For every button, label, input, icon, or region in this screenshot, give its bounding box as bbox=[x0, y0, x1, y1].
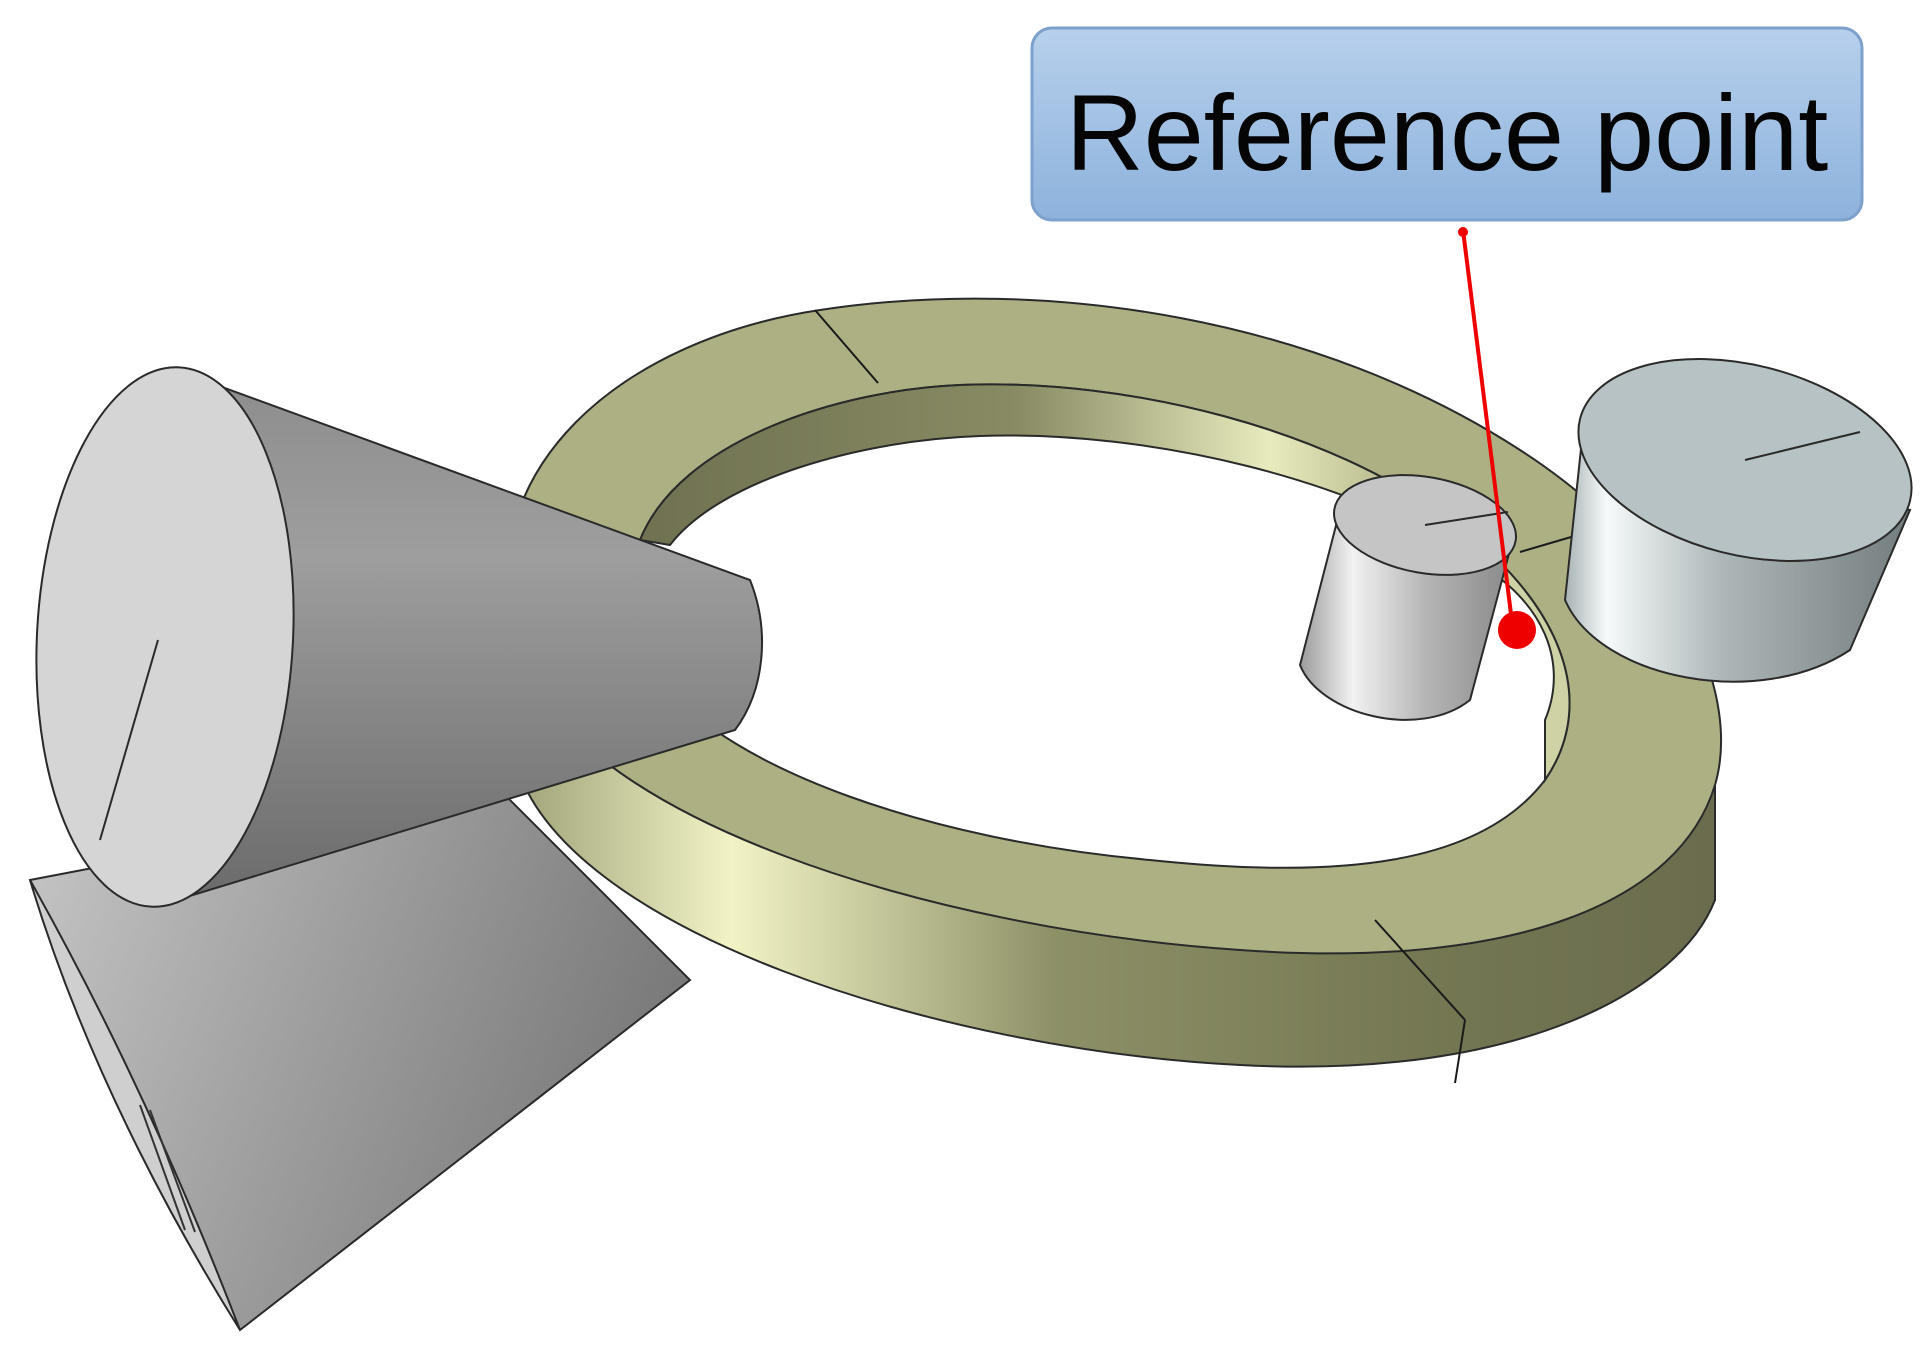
callout-leader-line bbox=[1461, 229, 1515, 631]
upper-cone-body bbox=[158, 366, 763, 907]
upper-cone bbox=[35, 366, 763, 908]
lower-cone bbox=[28, 788, 692, 1332]
ring-inner-wall-right bbox=[1449, 519, 1571, 784]
reference-point-marker-icon bbox=[1498, 611, 1536, 649]
upper-cone-face bbox=[35, 366, 295, 908]
callout-box bbox=[1030, 26, 1864, 222]
reference-point-callout: Reference point bbox=[1030, 26, 1864, 649]
outer-ring bbox=[505, 297, 1722, 1084]
large-cylinder bbox=[1563, 358, 1913, 683]
lower-cone-face bbox=[29, 879, 241, 1331]
callout-label: Reference point bbox=[1066, 72, 1829, 193]
callout-leader-tip bbox=[1458, 227, 1468, 237]
small-cylinder bbox=[1298, 474, 1517, 721]
